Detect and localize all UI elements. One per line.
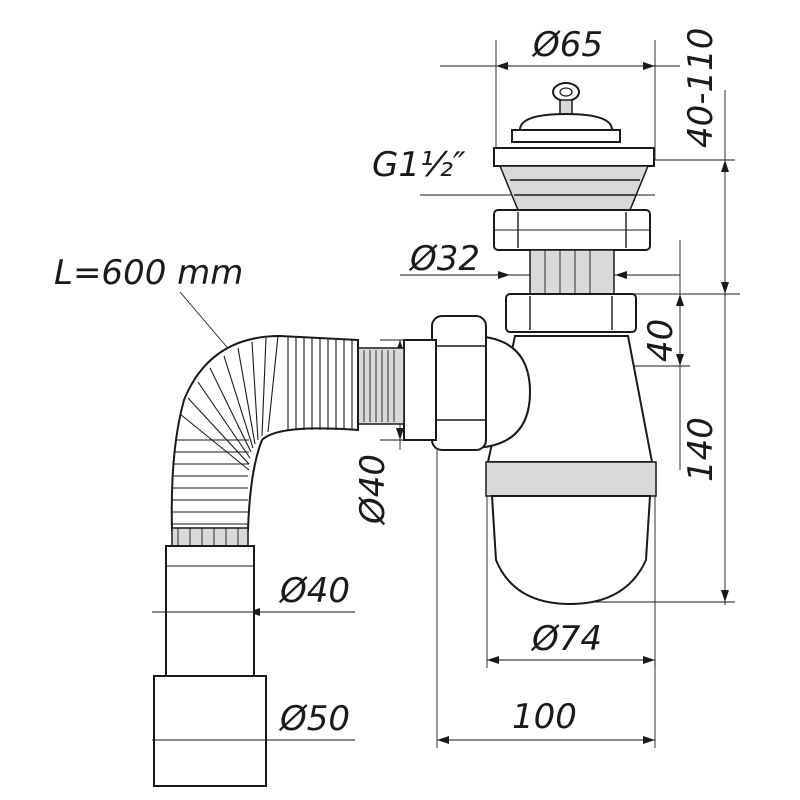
label-height-140: 140 xyxy=(681,417,721,482)
stem-pipe xyxy=(529,249,615,297)
label-bottom-diameter-50: Ø50 xyxy=(278,699,350,739)
outlet-pipe-40 xyxy=(165,545,255,677)
dimension-labels: Ø65 40-110 G1½″ Ø32 L=600 mm 40 140 Ø40 … xyxy=(54,25,721,739)
label-bowl-diameter: Ø74 xyxy=(530,619,602,659)
sink-flange xyxy=(493,147,655,211)
label-side-diameter: Ø40 xyxy=(353,454,393,526)
hose-connector xyxy=(357,347,405,425)
label-bottom-diameter-40: Ø40 xyxy=(278,571,350,611)
drain-plug xyxy=(511,82,621,143)
label-outlet-diameter: Ø32 xyxy=(408,239,480,279)
label-height-range: 40-110 xyxy=(681,28,721,148)
bottle-trap-body xyxy=(485,335,657,606)
upper-nut xyxy=(493,209,651,251)
label-top-diameter: Ø65 xyxy=(531,25,603,65)
corrugated-hose xyxy=(170,334,359,531)
label-offset-40: 40 xyxy=(641,319,681,362)
label-hose-length: L=600 mm xyxy=(54,253,243,293)
label-width-100: 100 xyxy=(512,697,577,737)
side-outlet-nut xyxy=(403,315,532,451)
middle-nut xyxy=(505,293,637,333)
outlet-pipe-50 xyxy=(153,675,267,787)
lower-connector xyxy=(171,527,249,547)
label-thread: G1½″ xyxy=(372,145,466,185)
